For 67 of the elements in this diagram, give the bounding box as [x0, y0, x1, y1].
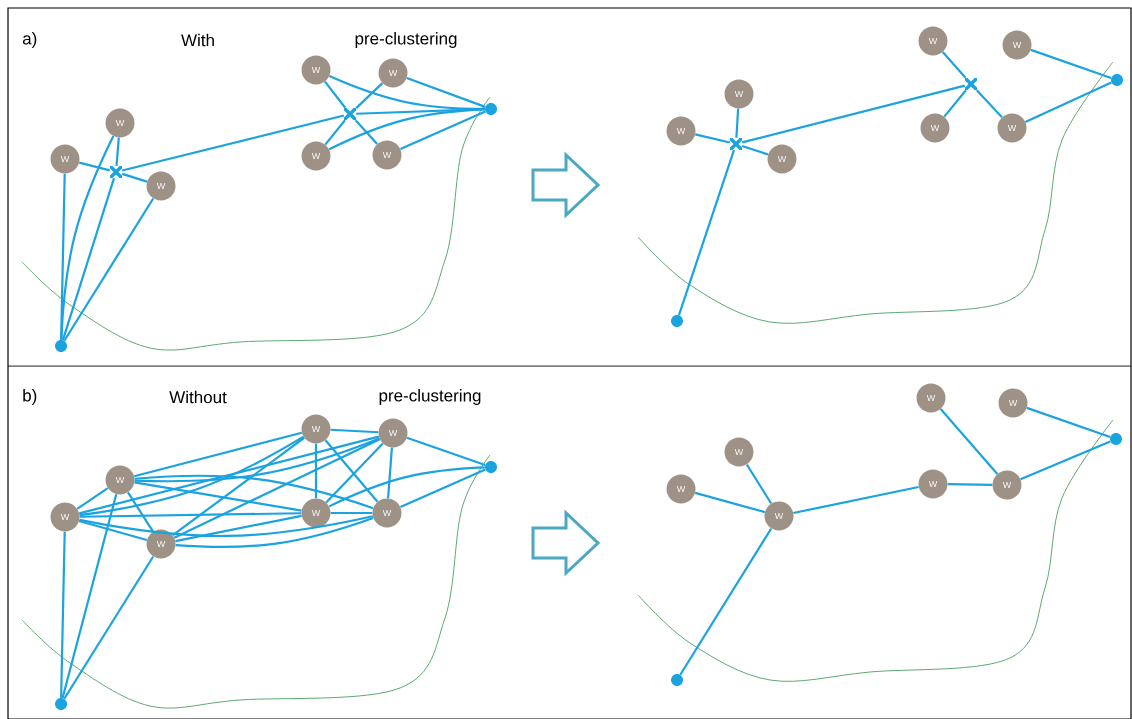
connector-line [133, 431, 303, 478]
connector-line [175, 514, 302, 543]
connector-line [328, 108, 485, 151]
connector-line [400, 468, 486, 509]
connector-line [78, 435, 380, 515]
cluster-cross [344, 108, 356, 120]
connector-line [79, 435, 304, 517]
connector-line [1026, 406, 1111, 438]
connector-line [61, 493, 118, 699]
connector-line [741, 144, 769, 156]
connector-line [1020, 440, 1111, 481]
connector-line [115, 137, 120, 166]
connector-line [79, 515, 373, 538]
connector-line [173, 438, 381, 539]
connector-line [172, 436, 305, 537]
cluster-cross [110, 166, 122, 178]
connector-line [741, 84, 966, 144]
connector-line [1024, 81, 1112, 123]
connector-line [735, 108, 740, 138]
connector-line [134, 437, 380, 483]
connector-line [175, 516, 374, 549]
connector-line [354, 119, 378, 145]
connector-line [406, 77, 486, 108]
connector-line [324, 80, 347, 109]
connector-line [134, 481, 302, 512]
panel-heading: pre-clustering [379, 389, 481, 405]
connector-line [63, 197, 155, 342]
connector-line [78, 161, 111, 172]
connector-line [328, 466, 485, 508]
connector-line [679, 527, 773, 676]
connector-line [387, 447, 393, 499]
connector-line [324, 119, 346, 146]
connector-line [60, 531, 66, 698]
connector-line [63, 555, 155, 700]
connector-line [121, 172, 148, 183]
connector-line [127, 491, 154, 533]
connector-line [355, 82, 384, 109]
panel-heading: pre-clustering [355, 32, 457, 48]
connector-line [61, 177, 116, 341]
connector-line [406, 436, 486, 466]
connector-line [330, 428, 379, 434]
connector-line [330, 511, 373, 515]
connector-line [947, 483, 993, 486]
connector-line [134, 474, 374, 510]
connector-line [79, 512, 302, 518]
cluster-cross [730, 138, 742, 150]
connector-line [745, 463, 773, 505]
panel-heading: b) [23, 389, 37, 405]
connector-line [939, 408, 999, 475]
connector-line [121, 114, 345, 172]
connector-line [695, 133, 731, 144]
connector-line [400, 110, 486, 151]
cluster-cross [965, 78, 977, 90]
panel-heading: Without [169, 390, 227, 404]
connector-line [941, 51, 967, 79]
panel-heading: a) [22, 32, 37, 48]
connector-line [60, 135, 115, 340]
connector-line [943, 89, 967, 118]
connector-line [314, 443, 318, 499]
connector-line [975, 89, 1003, 118]
connector-line [76, 487, 109, 510]
connector-line [694, 491, 766, 514]
panel-heading: With [181, 33, 214, 47]
connector-line [78, 519, 148, 542]
connector-line [677, 149, 735, 316]
connector-line [1030, 48, 1112, 79]
connector-line [793, 485, 919, 515]
